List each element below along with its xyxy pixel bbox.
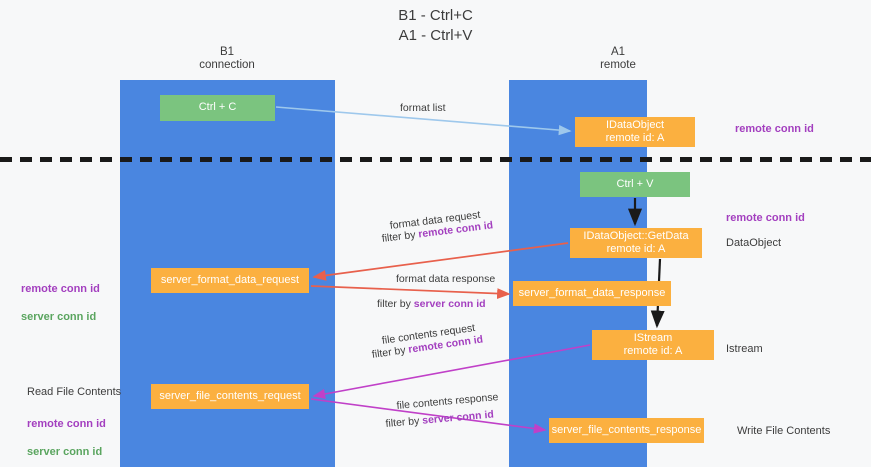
label-istream: Istream: [726, 343, 763, 355]
label-write-file-contents: Write File Contents: [737, 425, 831, 437]
label-remote-conn-id-top: remote conn id: [735, 123, 814, 135]
box-server-file-contents-request[interactable]: server_file_contents_request: [151, 384, 309, 409]
phase-divider: [0, 157, 871, 162]
arrow-file-contents-response: [310, 398, 547, 434]
arrow-format-list: [275, 106, 572, 136]
filter-key: server conn id: [413, 298, 486, 310]
label-left-conn-ids: remote conn id server conn id: [21, 268, 100, 324]
label-remote-conn-id-mid: remote conn id: [726, 212, 805, 224]
arrow-label-format-data-response: format data response: [396, 273, 496, 285]
box-idataobject-getdata[interactable]: IDataObject::GetData remote id: A: [570, 228, 702, 258]
arrow-file-contents-request: [312, 344, 591, 399]
box-istream[interactable]: IStream remote id: A: [592, 330, 714, 360]
label-left-conn-ids-2: remote conn id server conn id: [27, 403, 106, 459]
label-left-remote-conn-id: remote conn id: [21, 283, 100, 295]
label-left-server-conn-id-2: server conn id: [27, 446, 103, 458]
label-left-server-conn-id: server conn id: [21, 311, 97, 323]
arrow-format-data-response: [310, 285, 511, 299]
arrow-label-format-list: format list: [400, 102, 446, 114]
box-server-format-data-response[interactable]: server_format_data_response: [513, 281, 671, 306]
box-server-file-contents-response[interactable]: server_file_contents_response: [549, 418, 704, 443]
column-header-b1: B1 connection: [199, 46, 255, 71]
box-server-format-data-request[interactable]: server_format_data_request: [151, 268, 309, 293]
diagram-title: B1 - Ctrl+C A1 - Ctrl+V: [398, 7, 473, 44]
column-header-a1: A1 remote: [600, 46, 636, 71]
arrow-format-data-request: [312, 242, 569, 281]
filter-prefix: filter by: [377, 298, 414, 310]
label-read-file-contents: Read File Contents: [27, 386, 122, 398]
filter-prefix: filter by: [385, 414, 423, 430]
arrow-label-format-data-response-filter: filter by server conn id: [377, 297, 486, 311]
box-ctrl-v[interactable]: Ctrl + V: [580, 172, 690, 197]
box-ctrl-c[interactable]: Ctrl + C: [160, 95, 275, 121]
label-dataobject: DataObject: [726, 237, 782, 249]
label-left-remote-conn-id-2: remote conn id: [27, 418, 106, 430]
box-idataobject[interactable]: IDataObject remote id: A: [575, 117, 695, 147]
